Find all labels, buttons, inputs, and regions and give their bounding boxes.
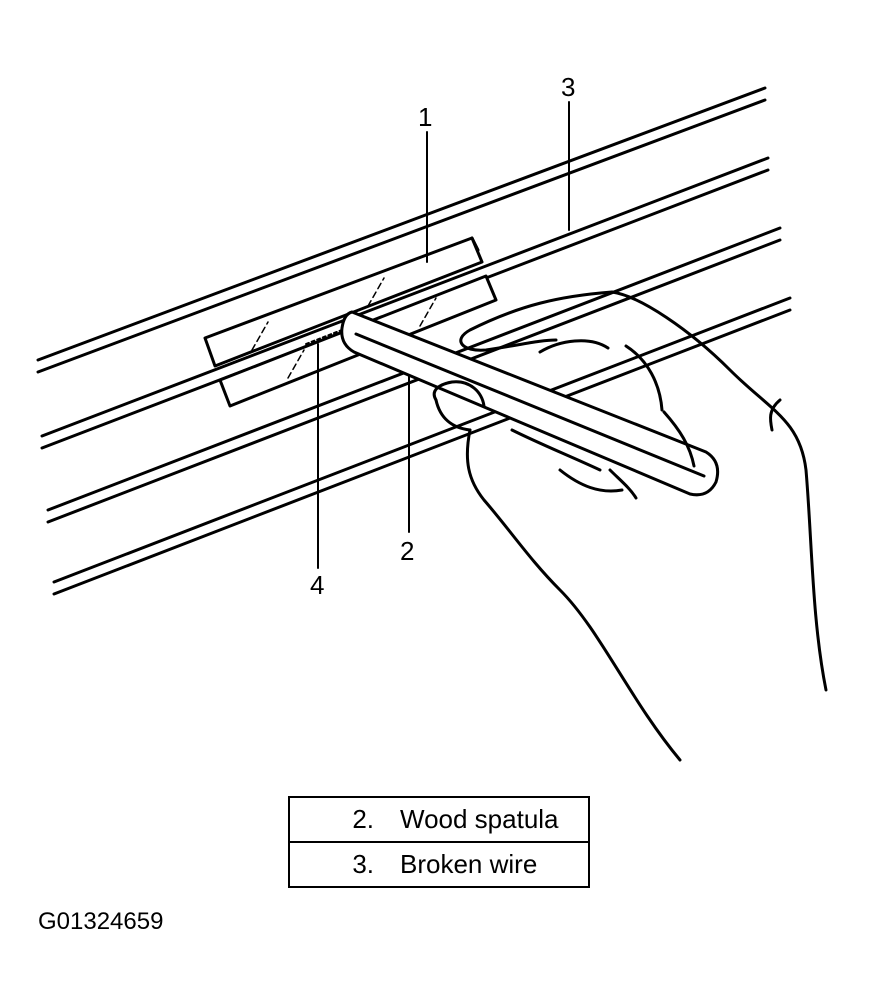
legend-number: 3. xyxy=(352,849,374,879)
wood-spatula xyxy=(340,310,720,497)
callout-4: 4 xyxy=(310,570,324,600)
legend-text: Wood spatula xyxy=(400,804,559,834)
callout-2: 2 xyxy=(400,536,414,566)
heater-wire-4 xyxy=(52,296,792,596)
legend-text: Broken wire xyxy=(400,849,538,879)
callout-1: 1 xyxy=(418,102,432,132)
heater-wire-2-broken xyxy=(40,156,770,450)
figure-id: G01324659 xyxy=(38,908,164,935)
legend-row: 3. Broken wire xyxy=(290,841,588,886)
legend-table: 2. Wood spatula 3. Broken wire xyxy=(288,796,590,888)
callout-3: 3 xyxy=(561,72,575,102)
leader-lines xyxy=(317,101,570,569)
legend-row: 2. Wood spatula xyxy=(290,798,588,841)
hand xyxy=(432,290,828,762)
heater-wire-1 xyxy=(36,86,767,374)
masking-tape-upper xyxy=(203,236,484,368)
legend-number: 2. xyxy=(352,804,374,834)
